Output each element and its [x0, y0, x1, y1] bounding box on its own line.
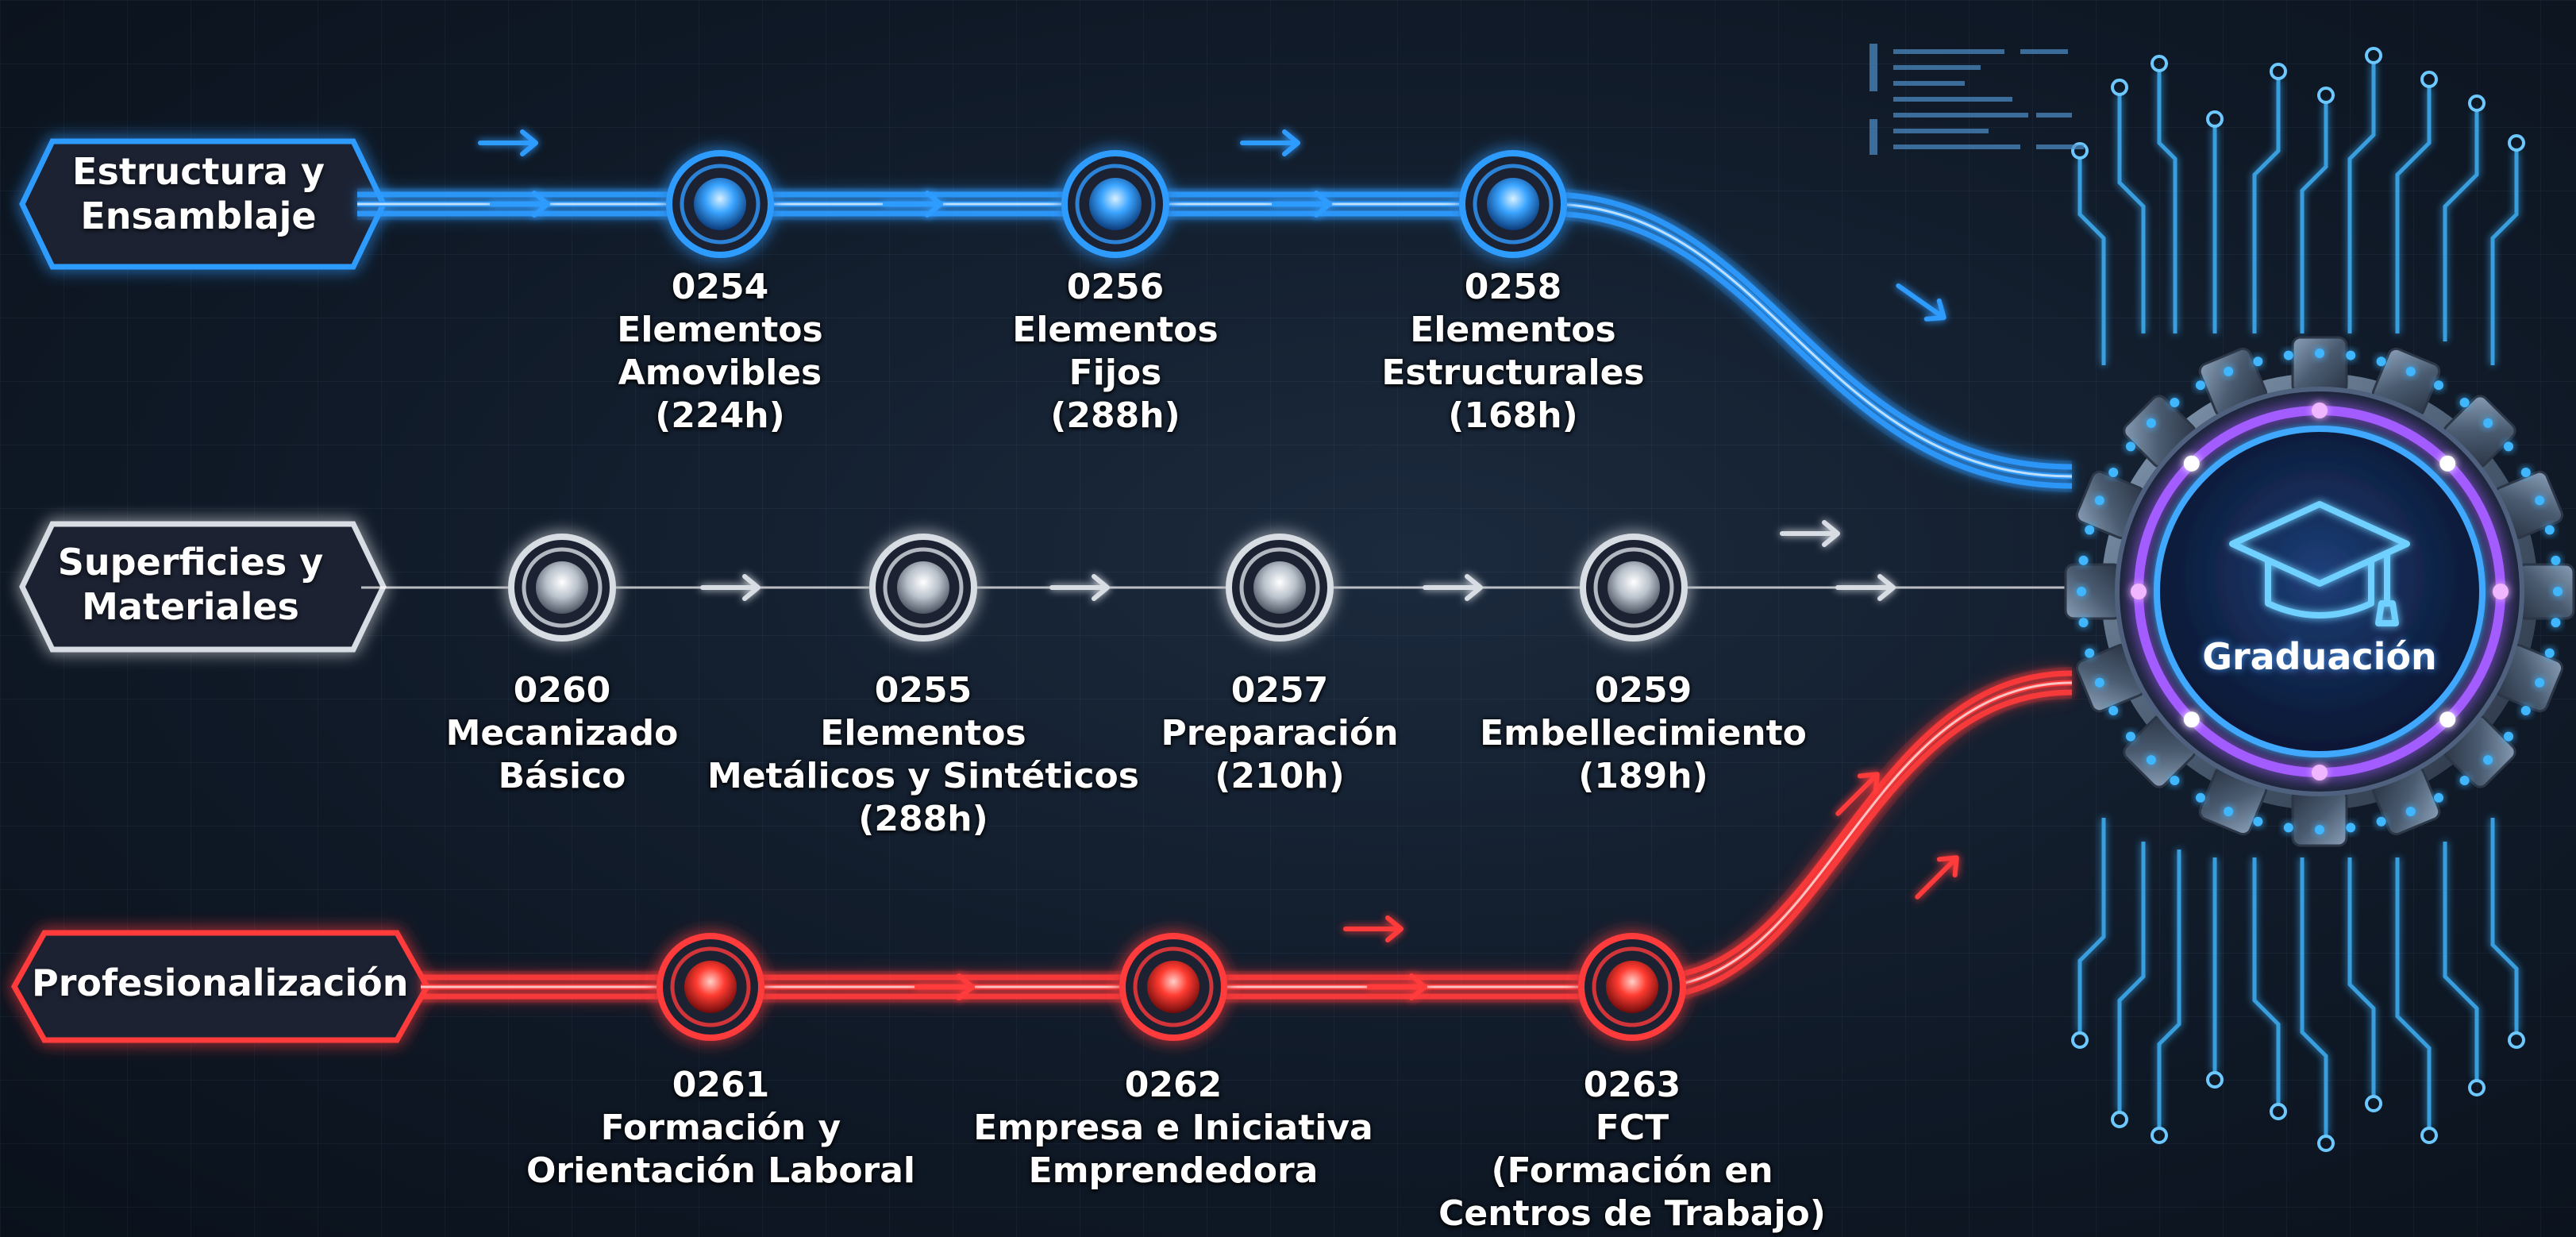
- track-badge: [19, 138, 387, 270]
- track-badge: [19, 521, 387, 653]
- data-readout-decoration: [1869, 44, 2084, 155]
- arrow-icon: [1343, 915, 1404, 942]
- track-profesionalizacion: [10, 667, 2073, 1043]
- module-node: [657, 933, 764, 1041]
- module-node: [1459, 150, 1567, 258]
- arrow-icon: [1835, 772, 1880, 816]
- track-wire-core: [421, 681, 2073, 988]
- module-node: [508, 534, 616, 642]
- module-node: [1061, 150, 1169, 258]
- module-node: [1578, 933, 1686, 1041]
- arrow-icon: [1423, 574, 1483, 601]
- circuit-terminals: [2071, 47, 2525, 1152]
- arrow-icon: [914, 973, 975, 1000]
- hub-ring-lights: [2131, 403, 2509, 780]
- arrow-icon: [1780, 520, 1840, 547]
- arrow-icon: [490, 191, 550, 218]
- learning-tracks: [10, 129, 2073, 1043]
- track-title-profesionalizacion: Profesionalización: [32, 961, 409, 1004]
- module-node: [1226, 534, 1334, 642]
- circuit-traces: [2077, 64, 2519, 1135]
- module-node: [1119, 933, 1227, 1041]
- track-wire: [421, 670, 2073, 981]
- arrow-icon: [700, 574, 760, 601]
- arrow-icon: [1835, 574, 1896, 601]
- arrow-icon: [1367, 973, 1427, 1000]
- track-wire-core: [357, 202, 2073, 478]
- graduation-hub: [2064, 336, 2575, 847]
- track-wire: [421, 689, 2073, 1000]
- track-estructura: [19, 129, 2073, 492]
- module-node: [1580, 534, 1688, 642]
- arrow-icon: [1915, 855, 1959, 900]
- track-wire: [357, 191, 2073, 470]
- module-node: [666, 150, 774, 258]
- graduation-cap-icon: [2229, 501, 2410, 626]
- track-superficies: [19, 520, 2072, 653]
- arrow-icon: [1272, 191, 1332, 218]
- track-badge: [10, 930, 431, 1043]
- arrow-icon: [1049, 574, 1110, 601]
- hub-label: Graduación: [2202, 635, 2437, 678]
- arrow-icon: [1896, 283, 1946, 322]
- arrow-icon: [478, 129, 538, 156]
- arrow-icon: [1240, 129, 1300, 156]
- track-wire: [357, 210, 2073, 489]
- arrow-icon: [883, 191, 943, 218]
- module-node: [869, 534, 977, 642]
